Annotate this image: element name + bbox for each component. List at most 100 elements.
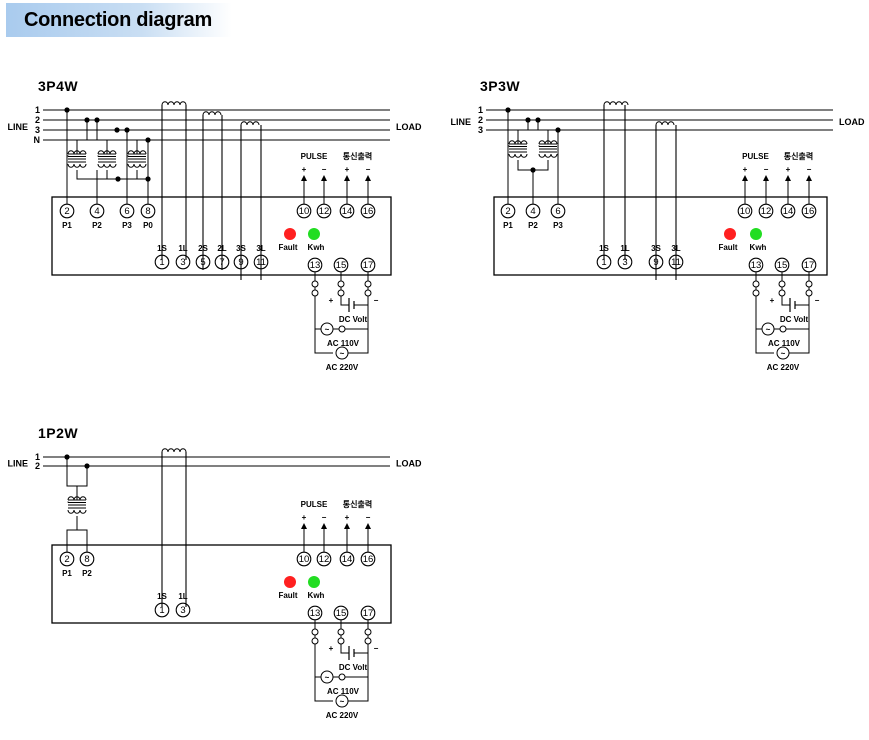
voltage-terminal-label: P2	[528, 221, 538, 230]
minus-sign: −	[764, 165, 769, 174]
potential-transformer	[538, 130, 558, 158]
contact-ring	[778, 289, 786, 297]
terminal-14: 14	[780, 203, 796, 219]
terminal-4: 4	[525, 203, 541, 219]
winding	[127, 163, 147, 168]
arrow-up	[344, 175, 350, 181]
junction-dot	[115, 176, 121, 182]
minus-sign: −	[322, 165, 327, 174]
terminal-number: 2	[505, 206, 510, 217]
terminal-16: 16	[801, 203, 817, 219]
winding	[67, 509, 87, 514]
wire	[314, 644, 333, 702]
fault-led	[284, 228, 296, 240]
terminal-number: 14	[783, 206, 794, 217]
terminal-number: 12	[319, 206, 330, 217]
terminal-6: 6	[550, 203, 566, 219]
terminal-number: 2	[64, 206, 69, 217]
minus-sign: −	[322, 513, 327, 522]
junction-dot	[145, 176, 151, 182]
voltage-terminal-label: P2	[82, 569, 92, 578]
ac-tilde: ~	[325, 673, 330, 682]
arrow-up	[301, 523, 307, 529]
section-title: 1P2W	[38, 425, 78, 441]
ac220-label: AC 220V	[326, 711, 359, 720]
terminal-circle	[307, 257, 323, 273]
terminal-number: 12	[319, 554, 330, 565]
terminal-14: 14	[339, 551, 355, 567]
contact-ring	[805, 280, 813, 288]
terminal-14: 14	[339, 203, 355, 219]
terminal-circle	[59, 551, 75, 567]
contact-ring	[364, 628, 372, 636]
terminal-12: 12	[758, 203, 774, 219]
terminal-number: 16	[804, 206, 815, 217]
line-number: 3	[35, 125, 40, 135]
terminal-number: 15	[336, 260, 347, 271]
terminal-number: 17	[363, 608, 374, 619]
wire	[348, 677, 369, 702]
dc-minus: −	[815, 296, 820, 305]
wire	[340, 644, 349, 654]
wire	[755, 296, 774, 354]
terminal-circle	[748, 257, 764, 273]
line-number: 1	[35, 105, 40, 115]
line-label: LINE	[7, 122, 28, 132]
voltage-terminal-label: P1	[503, 221, 513, 230]
current-transformer	[240, 121, 262, 280]
fault-label: Fault	[278, 243, 297, 252]
kwh-led	[308, 576, 320, 588]
terminal-circle	[360, 257, 376, 273]
terminal-2: 2	[59, 203, 75, 219]
fault-label: Fault	[718, 243, 737, 252]
kwh-led	[750, 228, 762, 240]
terminal-2: 2	[500, 203, 516, 219]
terminal-circle	[774, 257, 790, 273]
load-label: LOAD	[839, 117, 865, 127]
plus-sign: +	[302, 513, 307, 522]
wire	[354, 644, 369, 654]
terminal-circle	[525, 203, 541, 219]
winding	[67, 163, 87, 168]
terminal-number: 13	[310, 608, 321, 619]
potential-transformer	[67, 140, 87, 168]
comm-output-label: 통신출력	[784, 151, 813, 161]
terminal-1: 1	[154, 254, 170, 270]
comm-output-label: 통신출력	[343, 151, 372, 161]
terminal-circle	[339, 551, 355, 567]
terminal-circle	[737, 203, 753, 219]
potential-transformer	[67, 486, 87, 514]
dc-minus: −	[374, 644, 379, 653]
arrow-up	[321, 175, 327, 181]
terminal-8: 8	[140, 203, 156, 219]
arrow-up	[742, 175, 748, 181]
terminal-4: 4	[89, 203, 105, 219]
potential-transformer	[97, 140, 117, 168]
contact-ring	[805, 289, 813, 297]
ac220-label: AC 220V	[326, 363, 359, 372]
terminal-circle	[801, 257, 817, 273]
arrow-up	[365, 523, 371, 529]
arrow-up	[344, 523, 350, 529]
wire	[508, 120, 529, 131]
kwh-label: Kwh	[750, 243, 767, 252]
terminal-17: 17	[360, 257, 376, 273]
terminal-number: 14	[342, 554, 353, 565]
pulse-label: PULSE	[301, 500, 328, 509]
contact-ring	[779, 325, 787, 333]
line-number: 1	[35, 452, 40, 462]
wire	[77, 529, 88, 545]
terminal-number: 8	[84, 554, 89, 565]
line-number: 1	[478, 105, 483, 115]
line-number: N	[34, 135, 41, 145]
winding	[67, 150, 87, 155]
terminal-number: 8	[145, 206, 150, 217]
arrow-up	[785, 175, 791, 181]
terminal-number: 15	[777, 260, 788, 271]
plus-sign: +	[345, 165, 350, 174]
arrow-up	[321, 523, 327, 529]
plus-sign: +	[302, 165, 307, 174]
wire	[66, 516, 78, 545]
ac-tilde: ~	[766, 325, 771, 334]
line-number: 2	[35, 461, 40, 471]
